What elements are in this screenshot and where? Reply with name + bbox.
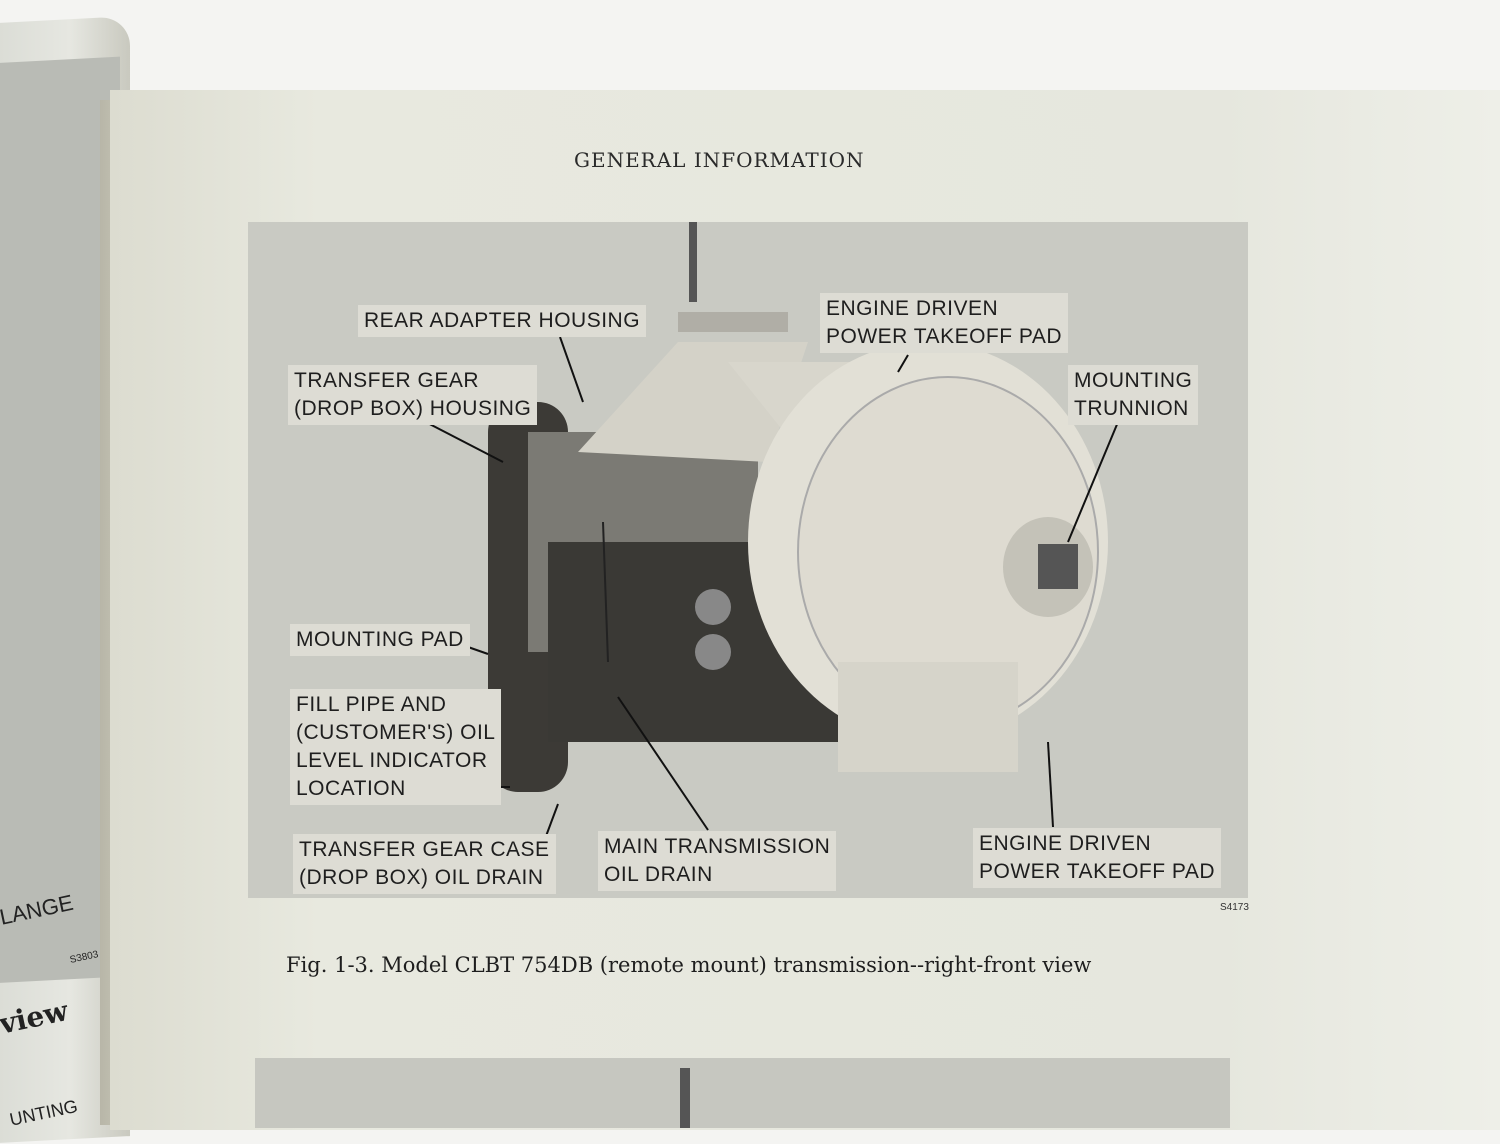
- label-transfer-gear-housing: TRANSFER GEAR (DROP BOX) HOUSING: [288, 365, 538, 425]
- label-text: REAR ADAPTER HOUSING: [364, 309, 641, 332]
- label-text: ENGINE DRIVEN: [826, 297, 999, 320]
- label-mounting-trunnion: MOUNTING TRUNNION: [1068, 365, 1199, 425]
- figure-caption: Fig. 1-3. Model CLBT 754DB (remote mount…: [286, 953, 1092, 977]
- label-text: (DROP BOX) HOUSING: [294, 397, 532, 420]
- lifting-bar: [678, 312, 788, 332]
- label-text: LEVEL INDICATOR: [296, 749, 488, 772]
- label-text: POWER TAKEOFF PAD: [979, 860, 1216, 883]
- label-engine-pto-bottom: ENGINE DRIVEN POWER TAKEOFF PAD: [973, 828, 1222, 888]
- next-figure-photo: [255, 1058, 1230, 1128]
- label-text: MOUNTING: [1074, 369, 1193, 392]
- label-mounting-pad: MOUNTING PAD: [290, 624, 470, 656]
- figure-code: S4173: [1220, 902, 1249, 913]
- label-text: (DROP BOX) OIL DRAIN: [299, 866, 544, 889]
- label-engine-pto-top: ENGINE DRIVEN POWER TAKEOFF PAD: [820, 293, 1069, 353]
- label-transfer-gear-oil-drain: TRANSFER GEAR CASE (DROP BOX) OIL DRAIN: [293, 834, 556, 894]
- label-fill-pipe: FILL PIPE AND (CUSTOMER'S) OIL LEVEL INDIC…: [290, 689, 502, 805]
- label-text: MAIN TRANSMISSION: [604, 835, 831, 858]
- label-text: TRANSFER GEAR: [294, 369, 480, 392]
- label-main-transmission-oil-drain: MAIN TRANSMISSION OIL DRAIN: [598, 831, 837, 891]
- label-text: TRANSFER GEAR CASE: [299, 838, 550, 861]
- label-text: (CUSTOMER'S) OIL: [296, 721, 496, 744]
- label-text: TRUNNION: [1074, 397, 1189, 420]
- transmission-illustration: [398, 222, 1119, 880]
- page-header: GENERAL INFORMATION: [574, 148, 865, 172]
- label-text: LOCATION: [296, 777, 406, 800]
- chain: [680, 1068, 690, 1128]
- splined-shaft: [1038, 544, 1078, 589]
- label-text: MOUNTING PAD: [296, 628, 464, 651]
- transmission-photo: REAR ADAPTER HOUSING ENGINE DRIVEN POWER …: [248, 222, 1248, 898]
- label-text: ENGINE DRIVEN: [979, 832, 1152, 855]
- label-text: OIL DRAIN: [604, 863, 713, 886]
- label-text: POWER TAKEOFF PAD: [826, 325, 1063, 348]
- label-text: FILL PIPE AND: [296, 693, 447, 716]
- pto-pad-bottom: [838, 662, 1018, 772]
- label-rear-adapter-housing: REAR ADAPTER HOUSING: [358, 305, 647, 337]
